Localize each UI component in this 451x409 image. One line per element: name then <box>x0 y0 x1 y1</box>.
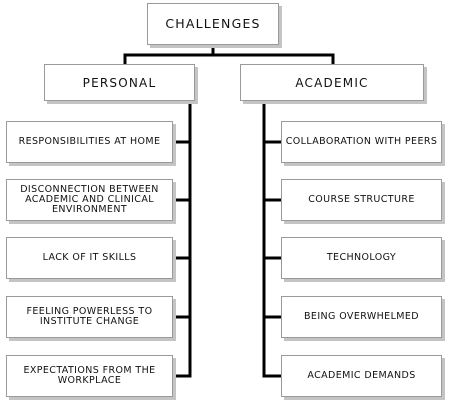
academic-item: COURSE STRUCTURE <box>281 179 442 221</box>
branch-node-personal: PERSONAL <box>44 64 195 101</box>
academic-item: BEING OVERWHELMED <box>281 296 442 338</box>
personal-item: FEELING POWERLESS TO INSTITUTE CHANGE <box>6 296 173 338</box>
personal-item: LACK OF IT SKILLS <box>6 237 173 279</box>
personal-item: DISCONNECTION BETWEEN ACADEMIC AND CLINI… <box>6 179 173 221</box>
academic-item: ACADEMIC DEMANDS <box>281 355 442 397</box>
academic-item: TECHNOLOGY <box>281 237 442 279</box>
personal-item: EXPECTATIONS FROM THE WORKPLACE <box>6 355 173 397</box>
branch-node-academic: ACADEMIC <box>240 64 424 101</box>
root-node: CHALLENGES <box>147 3 279 45</box>
personal-item: RESPONSIBILITIES AT HOME <box>6 121 173 163</box>
academic-item: COLLABORATION WITH PEERS <box>281 121 442 163</box>
